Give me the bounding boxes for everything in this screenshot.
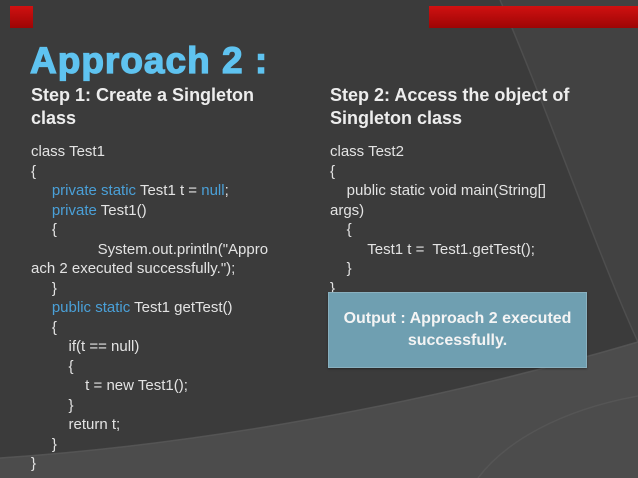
code-line: } <box>31 396 268 416</box>
code-text: } <box>31 455 37 472</box>
code-line: { <box>31 220 268 240</box>
code-text: } <box>31 396 74 414</box>
code-line: { <box>330 220 546 240</box>
code-keyword: private <box>51 201 101 219</box>
code-text: if(t == null) <box>31 338 140 355</box>
code-line: public static void main(String[] <box>330 181 546 201</box>
code-text: { <box>31 318 57 336</box>
code-text <box>31 182 52 199</box>
code-line: return t; <box>31 415 268 435</box>
code-keyword: null <box>201 182 225 199</box>
code-text: public static void main(String[] <box>330 182 546 199</box>
code-text: ; <box>224 182 229 199</box>
code-line: Test1 t = Test1.getTest(); <box>330 240 546 260</box>
code-text: Test1 t = <box>139 182 202 199</box>
code-line: ach 2 executed successfully."); <box>31 259 268 279</box>
code-text <box>31 202 52 219</box>
code-line: if(t == null) <box>31 337 268 357</box>
output-text: Output : Approach 2 executed successfull… <box>343 310 572 349</box>
code-line: { <box>31 357 268 377</box>
code-line: System.out.println("Appro <box>31 240 268 260</box>
step2-heading: Step 2: Access the object of Singleton c… <box>330 85 570 128</box>
slide-title: Approach 2 : <box>29 39 269 81</box>
code-line: } <box>31 279 268 299</box>
code-line: } <box>31 454 268 474</box>
code-text: } <box>31 435 57 453</box>
code-line: private Test1() <box>31 201 268 221</box>
code-line: public static Test1 getTest() <box>31 298 268 318</box>
red-accent-bar-right <box>429 6 638 28</box>
code-text: { <box>31 357 74 375</box>
code-text: System.out.println("Appro <box>31 240 269 258</box>
code-text: class Test1 <box>31 143 105 160</box>
code-line: { <box>330 162 546 182</box>
code-text: { <box>330 221 352 238</box>
output-box: Output : Approach 2 executed successfull… <box>328 292 587 368</box>
code-text: Test1 getTest() <box>134 299 233 316</box>
code-text: { <box>31 162 37 180</box>
code-text: } <box>330 260 352 277</box>
code-text: { <box>330 162 336 180</box>
code-line: } <box>330 279 546 299</box>
code-keyword: public static <box>51 299 135 316</box>
code-text: t = new Test1(); <box>31 377 188 394</box>
code-keyword: private static <box>51 182 140 199</box>
code-line: { <box>31 318 268 338</box>
bottom-inner-curve <box>477 395 638 478</box>
code-text: Test1() <box>100 201 147 219</box>
code-line: args) <box>330 201 546 221</box>
code-line: { <box>31 162 268 182</box>
code-text: Test1 t = Test1.getTest(); <box>330 240 535 258</box>
top-right-curve-edge <box>499 0 638 343</box>
code-text: } <box>330 279 336 297</box>
code-text <box>31 299 52 316</box>
step1-heading: Step 1: Create a Singleton class <box>31 85 255 128</box>
code-text: } <box>31 279 57 297</box>
code-text: args) <box>330 201 365 219</box>
code-line: class Test2 <box>330 142 546 162</box>
red-accent-bar-left <box>10 6 33 28</box>
code-line: } <box>330 259 546 279</box>
bottom-swoosh-edge <box>0 341 638 459</box>
bottom-swoosh-region <box>0 342 638 478</box>
code-text: return t; <box>31 416 121 433</box>
step1-code-block: class Test1 { private static Test1 t = nu… <box>31 142 268 474</box>
code-line: } <box>31 435 268 455</box>
code-line: private static Test1 t = null; <box>31 181 268 201</box>
code-text: class Test2 <box>330 143 404 160</box>
code-line: t = new Test1(); <box>31 376 268 396</box>
step2-code-block: class Test2 { public static void main(Str… <box>330 142 546 298</box>
code-text: { <box>31 221 57 238</box>
code-line: class Test1 <box>31 142 268 162</box>
code-text: ach 2 executed successfully."); <box>31 260 236 277</box>
